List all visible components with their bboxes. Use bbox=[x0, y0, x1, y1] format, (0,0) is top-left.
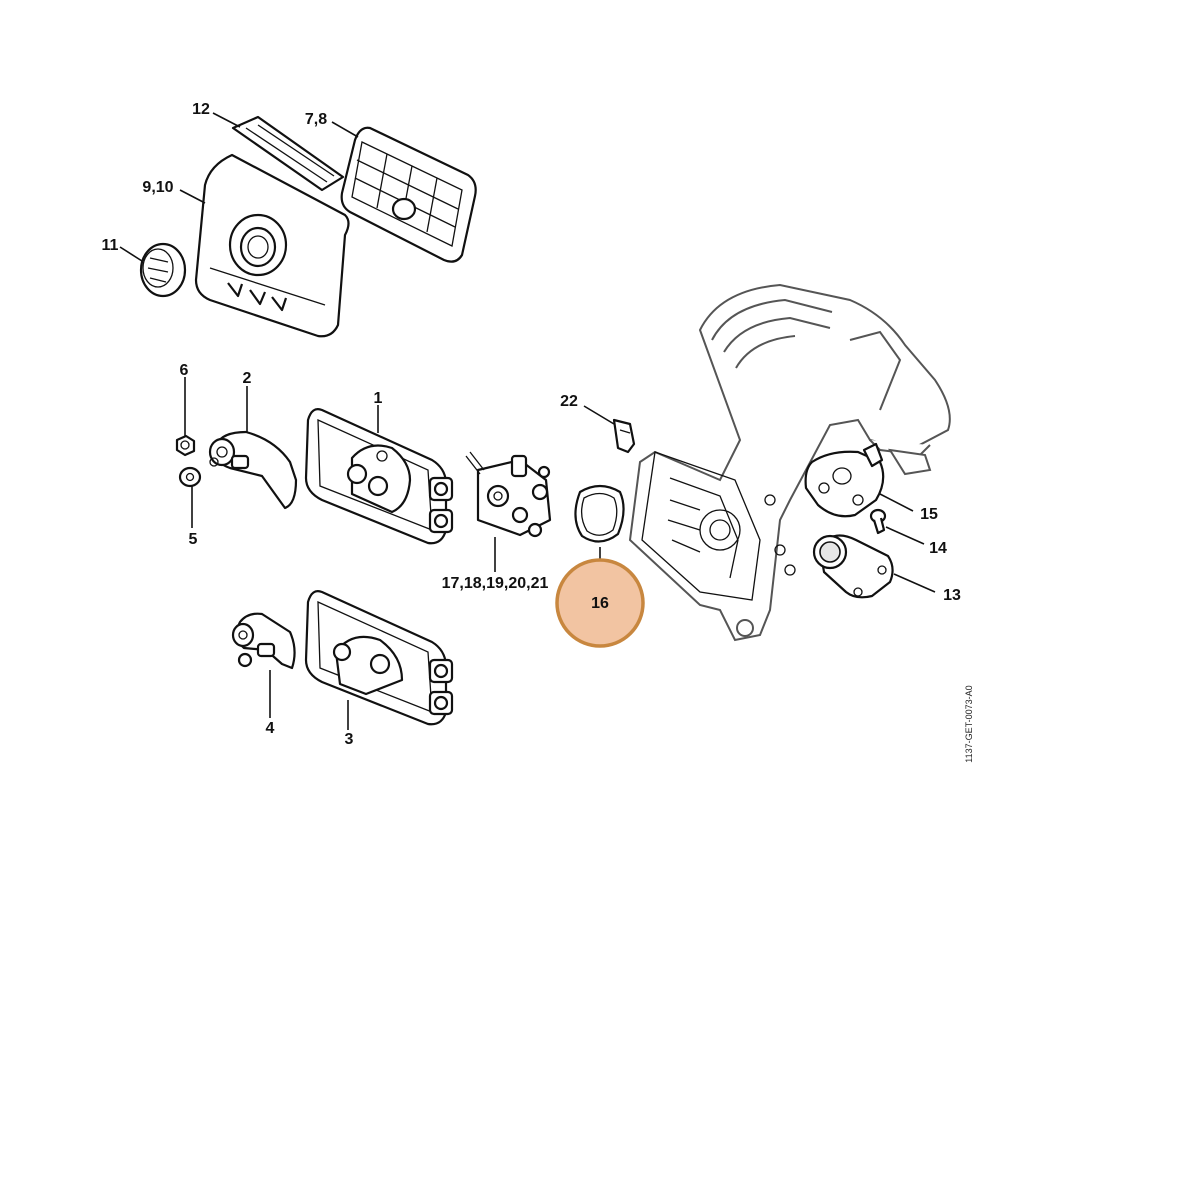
part-12-label-strip[interactable] bbox=[231, 115, 345, 192]
callout-13: 13 bbox=[943, 587, 961, 604]
callout-3: 3 bbox=[345, 731, 354, 748]
callout-15: 15 bbox=[920, 506, 938, 523]
part-1-filter-base[interactable] bbox=[304, 408, 454, 545]
part-2-shutter[interactable] bbox=[208, 430, 298, 510]
part-17-21-carburetor[interactable] bbox=[465, 451, 552, 538]
callout-16: 16 bbox=[591, 595, 609, 612]
part-9-10-filter-cover[interactable] bbox=[194, 153, 350, 338]
part-6-nut[interactable] bbox=[175, 434, 196, 457]
part-14-screw[interactable] bbox=[869, 508, 887, 535]
callout-14: 14 bbox=[929, 540, 947, 557]
part-13-manifold[interactable] bbox=[812, 534, 894, 599]
callout-16-highlight bbox=[555, 558, 645, 648]
callout-17-21: 17,18,19,20,21 bbox=[442, 575, 549, 592]
callout-9-10: 9,10 bbox=[142, 179, 173, 196]
callout-22: 22 bbox=[560, 393, 578, 410]
callout-4: 4 bbox=[266, 720, 275, 737]
callout-7-8: 7,8 bbox=[305, 111, 327, 128]
main-housing bbox=[628, 283, 951, 642]
callout-1: 1 bbox=[374, 390, 383, 407]
callout-2: 2 bbox=[243, 370, 252, 387]
callout-5: 5 bbox=[189, 531, 198, 548]
callout-12: 12 bbox=[192, 101, 210, 118]
part-3-filter-base[interactable] bbox=[304, 590, 454, 726]
part-4-shutter[interactable] bbox=[231, 612, 296, 670]
callout-6: 6 bbox=[180, 362, 189, 379]
part-16-gasket[interactable] bbox=[574, 484, 625, 543]
part-7-8-air-filter[interactable] bbox=[340, 126, 477, 263]
part-5-washer[interactable] bbox=[178, 466, 202, 488]
leader-lines bbox=[119, 112, 936, 730]
part-15-bracket[interactable] bbox=[804, 442, 885, 518]
drawing-id: 1137-GET-0073-A0 bbox=[964, 685, 974, 762]
part-11-knob[interactable] bbox=[139, 242, 187, 298]
callout-11: 11 bbox=[102, 237, 119, 254]
part-22-fitting[interactable] bbox=[612, 418, 636, 454]
